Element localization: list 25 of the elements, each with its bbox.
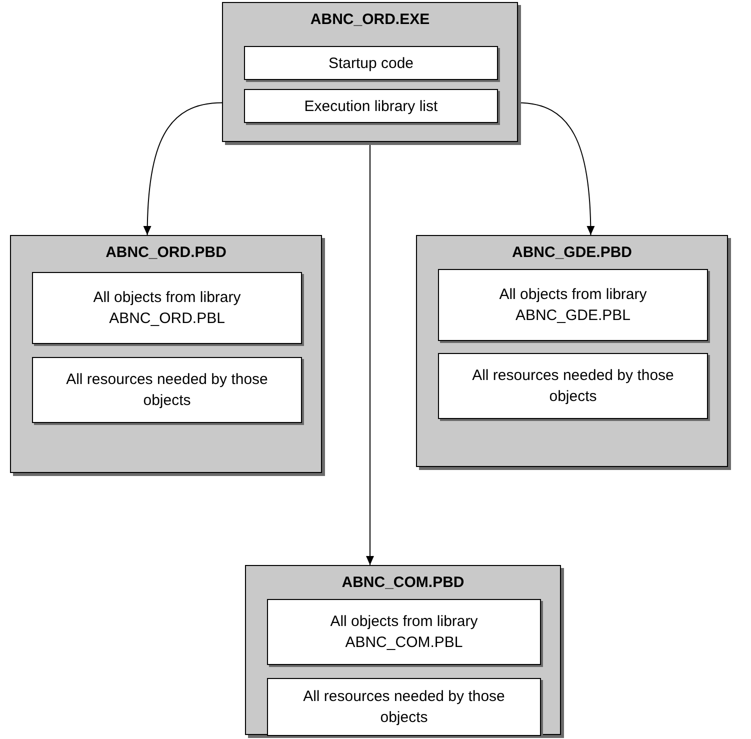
- content-text: All resources needed by those objects: [65, 370, 269, 411]
- content-text: All resources needed by those objects: [302, 687, 506, 728]
- module-title: ABNC_ORD.EXE: [309, 10, 431, 30]
- content-text: All objects from library ABNC_COM.PBL: [329, 612, 479, 653]
- content-box: [267, 678, 541, 736]
- content-text: All objects from library ABNC_ORD.PBL: [92, 288, 242, 329]
- content-box: [438, 353, 708, 419]
- module-title: ABNC_GDE.PBD: [510, 243, 633, 263]
- content-text: All objects from library ABNC_GDE.PBL: [498, 285, 648, 326]
- content-box: [244, 89, 498, 123]
- content-box: [438, 269, 708, 341]
- module-box: [416, 235, 728, 467]
- module-title: ABNC_COM.PBD: [340, 573, 466, 593]
- module-title: ABNC_ORD.PBD: [104, 243, 228, 263]
- module-box: [10, 235, 322, 473]
- content-text: Startup code: [328, 54, 414, 74]
- module-box: [245, 565, 561, 735]
- content-text: Execution library list: [304, 96, 438, 116]
- content-box: [32, 357, 302, 423]
- arrow: [143, 102, 222, 236]
- content-box: [32, 272, 302, 344]
- content-box: [267, 599, 541, 665]
- module-box: [222, 2, 518, 142]
- content-text: All resources needed by those objects: [471, 366, 675, 407]
- content-box: [244, 46, 498, 80]
